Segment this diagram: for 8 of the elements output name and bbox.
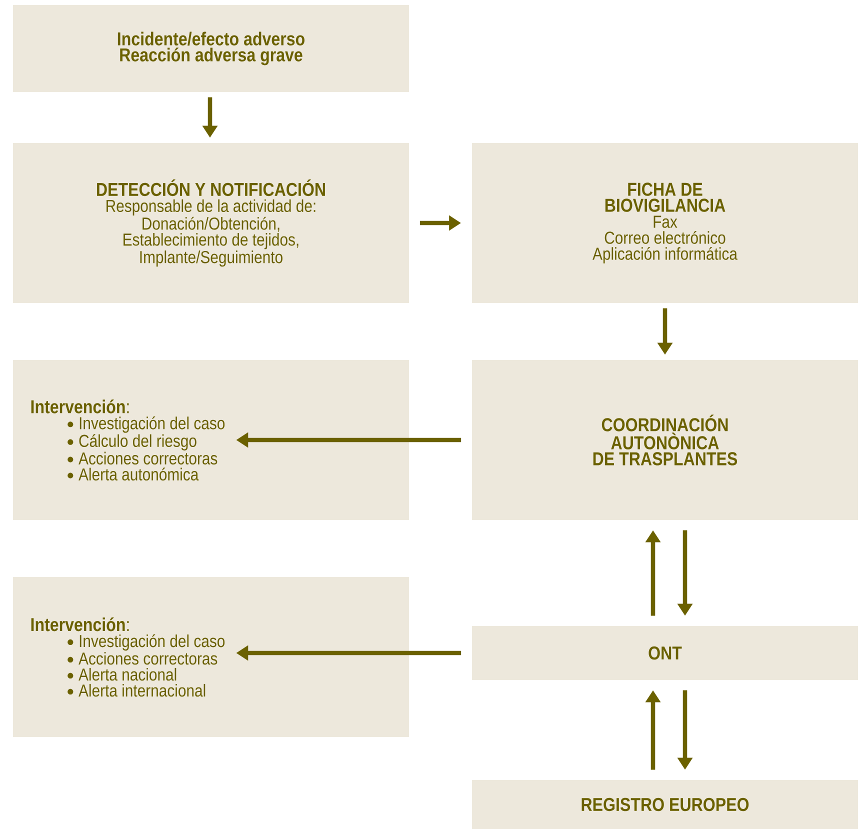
process-box: Incidente/efecto adverso Reacción adversa grave <box>13 5 409 92</box>
process-box: REGISTRO EUROPEO <box>472 780 858 829</box>
process-box: ONT <box>472 626 858 680</box>
process-box: DETECCIÓN Y NOTIFICACIÓN Responsable de la actividad de: Donación/Obtención, Establecimiento de tejidos, Implante/Seguimiento <box>13 143 409 303</box>
process-box: COORDINACIÓN AUTONÒNICA DE TRASPLANTES <box>472 360 858 520</box>
process-box: Intervención: Investigación del caso Cálculo del riesgo Acciones correctoras Alerta autonómica <box>13 360 409 520</box>
process-box: Intervención: Investigación del caso Acciones correctoras Alerta nacional Alerta internacional <box>13 577 409 737</box>
process-box: FICHA DE BIOVIGILANCIA Fax Correo electrónico Aplicación informática <box>472 143 858 303</box>
